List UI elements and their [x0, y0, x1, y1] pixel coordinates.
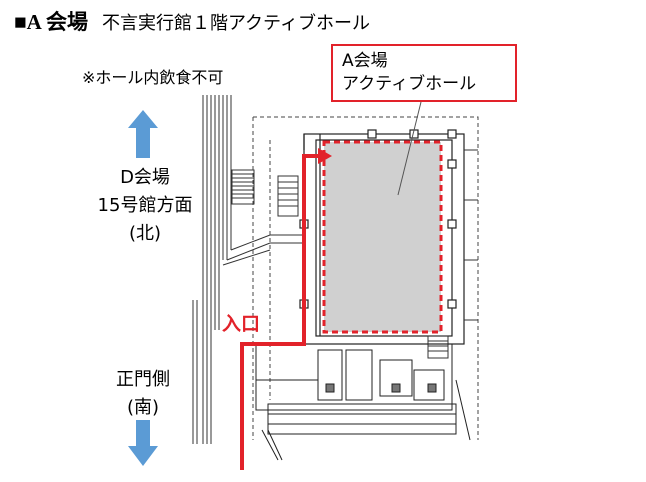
south-line2: (南) — [126, 397, 160, 418]
north-line3: (北) — [128, 223, 162, 244]
callout-pointer — [397, 101, 422, 196]
page-title: ■A 会場不言実行館１階アクティブホール — [14, 6, 370, 36]
route-arrowhead — [318, 148, 332, 164]
entrance-route — [240, 154, 322, 470]
no-food-note: ※ホール内飲食不可 — [82, 68, 224, 87]
lower-rooms — [255, 343, 453, 411]
arrow-up-icon — [128, 110, 158, 158]
left-structure — [192, 95, 305, 444]
hall-callout: A会場 アクティブホール — [331, 44, 517, 102]
right-details — [427, 149, 478, 359]
direction-north: D会場 15号館方面 (北) — [70, 164, 220, 248]
north-line2: 15号館方面 — [97, 195, 193, 216]
title-subtitle: 不言実行館１階アクティブホール — [101, 13, 370, 34]
callout-line2: アクティブホール — [342, 74, 477, 94]
entrance-label: 入口 — [222, 313, 261, 335]
title-head: ■A 会場 — [14, 10, 88, 34]
north-line1: D会場 — [120, 167, 170, 188]
left-stairs — [231, 169, 299, 217]
bottom-corridor — [261, 379, 471, 461]
arrow-down-icon — [128, 420, 158, 466]
callout-line1: A会場 — [342, 51, 388, 71]
direction-south: 正門側 (南) — [93, 366, 193, 422]
building-outline — [252, 116, 479, 440]
active-hall-area — [322, 140, 443, 334]
south-line1: 正門側 — [116, 369, 170, 390]
